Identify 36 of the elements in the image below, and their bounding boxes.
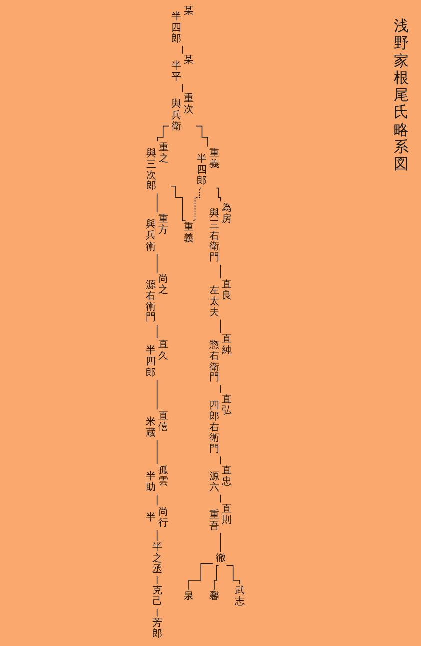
connector [220, 264, 222, 279]
connector [196, 126, 209, 148]
connector [216, 188, 222, 202]
connector [157, 380, 158, 410]
connector [158, 126, 170, 142]
connector [157, 494, 158, 506]
connector [214, 565, 220, 590]
node-label: 半四郎 [172, 11, 182, 44]
connector [189, 564, 214, 590]
node-label: 惣右衛門 [210, 340, 220, 384]
node-label: 與兵衛 [172, 98, 182, 132]
node-label: 半助 [146, 471, 156, 494]
node-label: 源右衛門 [146, 279, 156, 324]
connector [220, 319, 222, 334]
node-label: 米蔵 [146, 416, 156, 438]
connector [192, 188, 202, 222]
connector [157, 440, 158, 465]
node-label: 半四郎 [146, 345, 156, 378]
node-label: 半平 [172, 60, 182, 83]
node-label: 半 [146, 512, 156, 524]
node-label: 與兵衛 [146, 219, 156, 252]
node-label: 左太夫 [210, 284, 220, 318]
node-label: 源六 [210, 471, 220, 494]
connector [171, 186, 187, 222]
node-label: 與三次郎 [147, 148, 157, 192]
title: 浅野家根尾氏略系図 [394, 18, 409, 174]
connector [157, 324, 158, 339]
connector [157, 254, 158, 274]
connector [157, 193, 158, 213]
connector [157, 530, 158, 542]
node-label: 重吾 [210, 509, 220, 532]
node-label: 半四郎 [197, 153, 208, 186]
node-label: 四郎右衛門 [210, 400, 220, 455]
connector [220, 532, 222, 552]
connector [226, 565, 241, 585]
node-label: 與三右衛門 [210, 208, 220, 264]
